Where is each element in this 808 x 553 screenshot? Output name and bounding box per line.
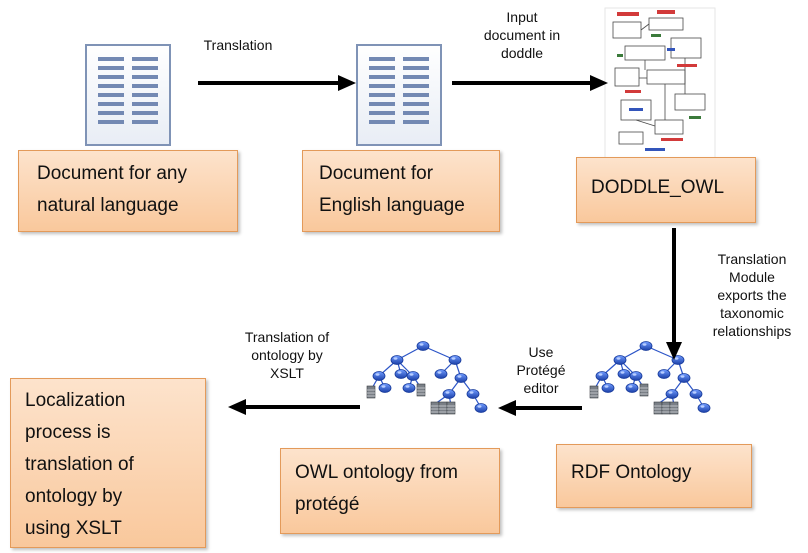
doddle-screenshot-icon [604,7,716,159]
arrow-input-doddle [452,75,608,91]
arrow-use-protege [498,400,582,416]
natural-language-document-box: Document for any natural language [18,150,238,232]
localization-process-box: Localization process is translation of o… [10,378,206,548]
rdf-ontology-box: RDF Ontology [556,444,752,508]
translation-label: Translation [203,37,273,53]
translation-module-label: Translation Module exports the taxonomic… [712,251,792,339]
tree-network-icon [367,342,487,415]
document-icon [356,44,442,146]
arrow-xslt-translation [228,399,360,415]
doddle-owl-box: DODDLE_OWL [576,157,756,223]
rdf-ontology-label: RDF Ontology [571,462,692,483]
localization-process-label: Localization process is translation of o… [25,390,134,539]
arrow-translation [198,75,356,91]
arrow-translation-module [666,228,682,360]
tree-network-icon [590,342,710,415]
xslt-translation-label: Translation of ontology by XSLT [244,329,330,381]
document-icon [85,44,171,146]
input-document-label: Input document in doddle [483,9,561,61]
english-document-label: Document for English language [319,163,465,216]
use-protege-label: Use Protégé editor [516,344,566,396]
doddle-owl-label: DODDLE_OWL [591,177,725,198]
english-document-box: Document for English language [302,150,500,232]
owl-ontology-box: OWL ontology from protégé [280,448,500,534]
natural-language-document-label: Document for any natural language [37,163,187,216]
owl-ontology-label: OWL ontology from protégé [295,462,458,515]
